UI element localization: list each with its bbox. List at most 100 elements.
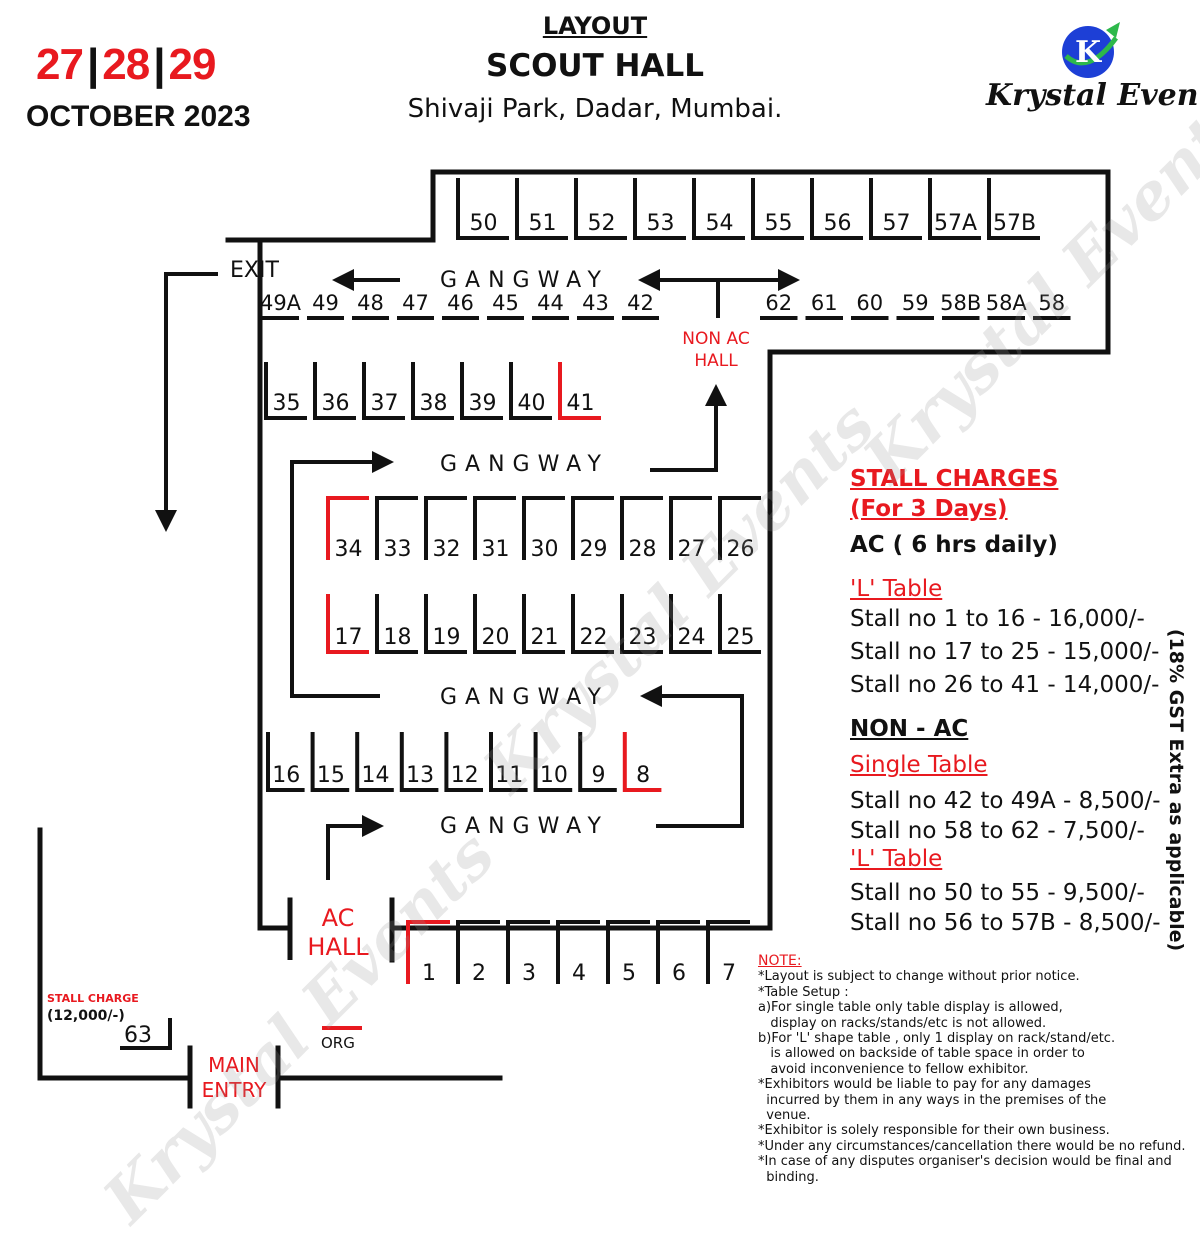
gangway-label: GANGWAY (440, 452, 609, 477)
stall-number: 58 (1038, 291, 1065, 315)
stall-number: 5 (622, 961, 636, 986)
stall-7 (706, 920, 750, 984)
arrow-head (155, 510, 177, 532)
stall-number: 51 (529, 211, 557, 236)
stall-63 (120, 1018, 172, 1050)
stall-number: 28 (629, 537, 657, 562)
ac-hall-line: HALL (307, 933, 369, 961)
date-day-2: 28 (102, 40, 150, 89)
note-line: avoid inconvenience to fellow exhibitor. (758, 1061, 1029, 1077)
single-table-charge: Stall no 58 to 62 - 7,500/- (850, 818, 1145, 844)
stall-number: 16 (272, 763, 300, 788)
main-entry-label: MAIN ENTRY (194, 1053, 274, 1103)
stall-number: 53 (647, 211, 675, 236)
gangway-label: GANGWAY (440, 268, 609, 293)
stall-number: 9 (592, 763, 606, 788)
stall-number: 30 (531, 537, 559, 562)
stall-number: 60 (856, 291, 883, 315)
venue-title: SCOUT HALL (486, 48, 704, 84)
charges-subtitle: (For 3 Days) (850, 496, 1008, 522)
arrow-head (372, 451, 394, 473)
stall-51 (515, 178, 568, 240)
stall-16 (266, 732, 305, 792)
stall-55 (751, 178, 804, 240)
stall-number: 52 (588, 211, 616, 236)
stall-41 (558, 362, 601, 420)
note-line: b)For 'L' shape table , only 1 display o… (758, 1031, 1116, 1047)
stall-5 (606, 920, 650, 984)
note-line: *Table Setup : (758, 984, 849, 1000)
stall-number: 49 (312, 291, 339, 315)
stall-number: 56 (824, 211, 852, 236)
ac-charge-line: Stall no 17 to 25 - 15,000/- (850, 639, 1160, 665)
arrow-line (656, 694, 744, 828)
stall-number: 58B (940, 291, 981, 315)
stall-25 (718, 594, 761, 654)
l-table-charge: Stall no 56 to 57B - 8,500/- (850, 910, 1161, 936)
stall-number: 2 (472, 961, 486, 986)
stall-number: 1 (422, 961, 436, 986)
stall-number: 50 (470, 211, 498, 236)
non-ac-hall-line: HALL (694, 351, 738, 371)
arrow-line (164, 272, 218, 510)
main-entry-line: MAIN (208, 1053, 260, 1077)
stall-57 (869, 178, 922, 240)
stall-number: 20 (482, 625, 510, 650)
stall-number: 44 (537, 291, 564, 315)
stall-24 (669, 594, 712, 654)
stall-number: 62 (765, 291, 792, 315)
date-separator: | (86, 40, 99, 89)
arrow-line (650, 406, 718, 472)
single-table-heading: Single Table (850, 752, 988, 778)
stall-number: 23 (629, 625, 657, 650)
stall-1 (406, 920, 450, 984)
stall-3 (506, 920, 550, 984)
note-line: venue. (758, 1108, 811, 1124)
l-table-heading: 'L' Table (850, 846, 943, 872)
arrow-line (290, 460, 380, 698)
stall-number: 35 (273, 391, 301, 416)
date-day-1: 27 (36, 40, 84, 89)
notes-lines: *Layout is subject to change without pri… (758, 969, 1198, 1185)
stall-11 (489, 732, 528, 792)
stall-number: 49A (260, 291, 302, 315)
arrow-line (326, 824, 362, 880)
event-month: OCTOBER 2023 (26, 100, 251, 133)
stall-number: 4 (572, 961, 586, 986)
stall-27 (669, 496, 712, 560)
note-line: display on racks/stands/etc is not allow… (758, 1015, 1047, 1031)
stall-9 (578, 732, 617, 792)
stall-number: 3 (522, 961, 536, 986)
notes-heading: NOTE: (758, 953, 802, 969)
stall-number: 48 (357, 291, 384, 315)
stall-23 (620, 594, 663, 654)
stall-6 (656, 920, 700, 984)
note-line: *Under any circumstances/cancellation th… (758, 1138, 1186, 1154)
gangway-arrows (155, 269, 800, 880)
stall-number: 47 (402, 291, 429, 315)
stall-18 (375, 594, 418, 654)
stall-8 (622, 732, 662, 792)
arrow-head (362, 815, 384, 837)
stall-number: 6 (672, 961, 686, 986)
stall-number: 29 (580, 537, 608, 562)
stall-20 (473, 594, 516, 654)
stall-number: 27 (678, 537, 706, 562)
stall-28 (620, 496, 663, 560)
brand-name: Krystal Events (986, 78, 1200, 113)
arrow-head (705, 384, 727, 406)
logo-letter: K (1075, 35, 1102, 70)
stall-number: 58A (986, 291, 1028, 315)
non-ac-hall-label: NON AC HALL (670, 328, 762, 372)
stall-number: 46 (447, 291, 474, 315)
ac-charge-line: Stall no 1 to 16 - 16,000/- (850, 606, 1145, 632)
stall-17 (326, 594, 369, 654)
ac-table-type: 'L' Table (850, 576, 943, 602)
note-line: *Layout is subject to change without pri… (758, 969, 1080, 985)
stall-38 (411, 362, 454, 420)
stall-number: 13 (406, 763, 434, 788)
stall-19 (424, 594, 467, 654)
date-day-3: 29 (168, 40, 217, 89)
